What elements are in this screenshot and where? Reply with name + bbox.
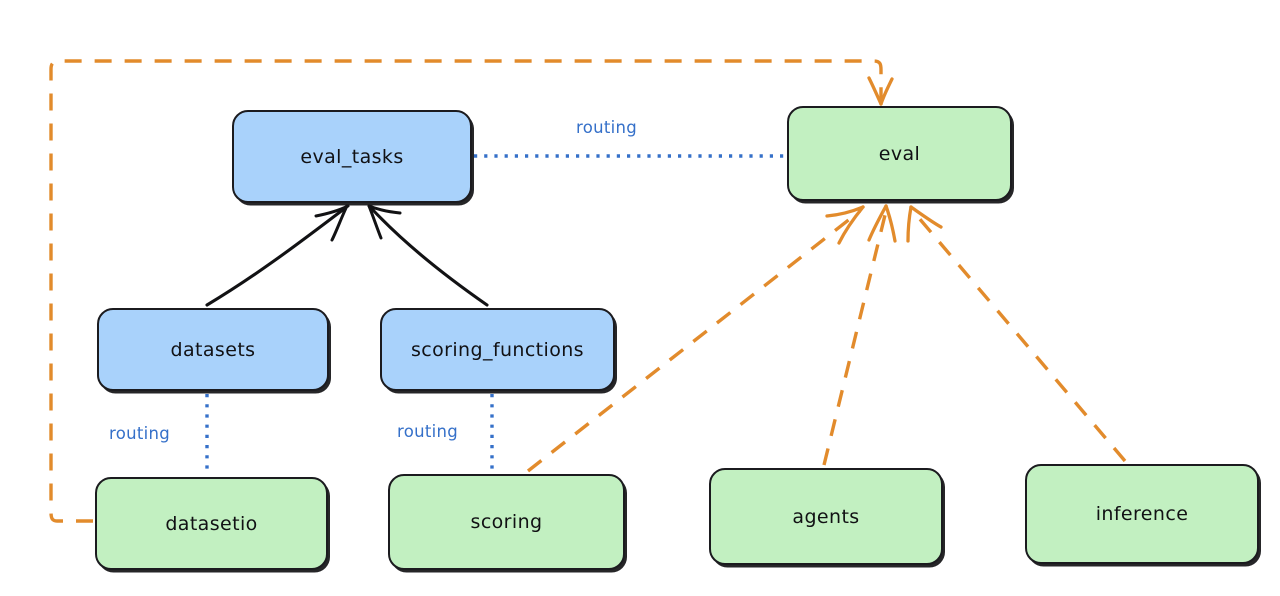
node-label: datasets (170, 338, 256, 361)
node-label: scoring (470, 511, 543, 533)
node-datasetio[interactable]: datasetio (95, 477, 328, 570)
node-inference[interactable]: inference (1025, 464, 1259, 564)
node-eval-tasks[interactable]: eval_tasks (232, 110, 472, 203)
edge-datasetio-to-eval (49, 59, 894, 523)
node-eval[interactable]: eval (787, 106, 1012, 201)
edge-scoring_functions-to-eval_tasks (367, 204, 489, 307)
node-datasets[interactable]: datasets (97, 308, 329, 391)
edge-label-routing-eval-tasks-eval: routing (576, 118, 638, 137)
node-agents[interactable]: agents (709, 468, 943, 565)
node-label: scoring_functions (411, 338, 584, 361)
node-label: eval_tasks (300, 145, 404, 168)
node-scoring[interactable]: scoring (388, 474, 625, 570)
edge-inference-to-eval (906, 205, 1127, 463)
node-label: eval (878, 142, 921, 165)
node-label: agents (792, 505, 860, 528)
edge-scoring-to-eval (526, 205, 865, 473)
edge-label-routing-datasets-datasetio: routing (109, 424, 171, 443)
node-label: inference (1095, 503, 1189, 525)
edge-label-routing-scoring-functions-scoring: routing (397, 422, 459, 441)
node-label: datasetio (165, 512, 258, 535)
edge-datasets-to-eval_tasks (205, 204, 350, 307)
node-scoring-functions[interactable]: scoring_functions (380, 308, 615, 391)
edge-agents-to-eval (822, 204, 897, 466)
